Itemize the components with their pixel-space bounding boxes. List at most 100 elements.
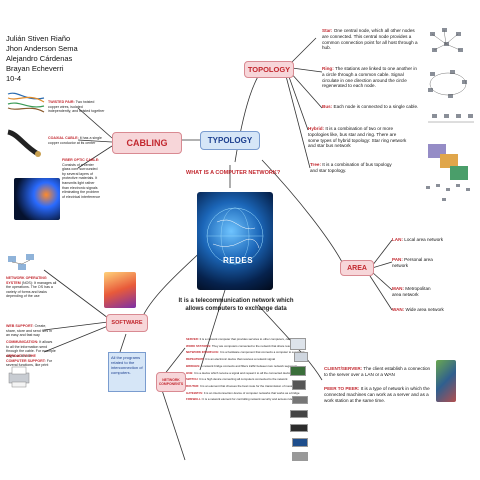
software-item-abroad: ABROAD TO THE COMPUTER SUPPORT: For seve… (6, 354, 56, 368)
software-item-text: (NOS): It manages all the operations. Th… (6, 280, 57, 299)
cabling-item-text: Consists of a center glass core surround… (62, 162, 101, 199)
component-firewall: FIREWALL: It is a network element for co… (186, 397, 316, 402)
topology-item-name: Hybrid: (308, 126, 325, 131)
coaxial-cable-image (7, 129, 41, 157)
gateway-icon (292, 452, 308, 461)
topology-item-bus: Bus: Each node is connected to a single … (322, 104, 422, 110)
network-definition: It is a telecommunication network which … (178, 298, 294, 312)
area-node: AREA (340, 260, 374, 276)
component-hub: HUB: It is a device which receive a sign… (186, 370, 316, 376)
workstation-icon (294, 352, 308, 362)
area-item-pan: PAN: Personal area network (392, 257, 438, 269)
software-item-name: COMMUNICATION: (6, 340, 39, 344)
router-icon (292, 438, 308, 447)
area-item-text: Wide area network (405, 307, 444, 312)
bridge-icon (292, 396, 308, 404)
area-item-text: Local area network (404, 237, 444, 242)
component-text: It is a network computer that provides s… (199, 337, 303, 341)
author-name: Alejandro Cárdenas (6, 54, 73, 63)
author-name: Brayan Echeverri (6, 64, 64, 73)
component-text: A network bridge connects and filters tr… (200, 363, 298, 368)
fiber-optic-cable-image (14, 178, 60, 220)
twisted-pair-cable-image (7, 92, 45, 113)
network-card-icon (290, 366, 306, 376)
software-item-text: It allows to all the information send th… (6, 340, 56, 358)
component-name: REPEATERS: (186, 357, 205, 362)
topology-item-text: One central node, which all other nodes … (322, 28, 418, 51)
software-image (104, 272, 136, 308)
topology-item-name: Tree: (310, 162, 321, 167)
component-text: It is an electronic device that receives… (205, 357, 275, 362)
component-name: WORK STATIONS: (186, 343, 212, 348)
redes-globe-image: REDES (197, 192, 273, 290)
component-text: It is a hardware component that connects… (219, 350, 305, 355)
software-item-name: NETWORK OPERATING SYSTEM (6, 276, 47, 285)
software-item-nos: NETWORK OPERATING SYSTEM (NOS): It manag… (6, 276, 58, 299)
topology-item-text: It is a combination of two or more topol… (308, 126, 407, 149)
area-item-name: WAN: (392, 307, 405, 312)
author-group: 10-4 (6, 74, 22, 83)
repeater-icon (292, 380, 306, 390)
component-text: It is a high device connecting all compu… (199, 377, 288, 382)
component-text: They are computers connected to the netw… (211, 343, 298, 348)
cabling-item-name: COAXIAL CABLE: (48, 136, 79, 140)
software-item-text: Create, share, store and send files in a… (6, 324, 52, 338)
topology-item-tree: Tree: It is a combination of bus topolog… (310, 162, 400, 174)
topology-item-ring: Ring: The stations are linked to one ano… (322, 66, 420, 89)
area-item-name: MAN: (392, 286, 404, 291)
topology-item-text: The stations are linked to one another i… (322, 66, 417, 89)
area-item-text: Personal area network (392, 257, 433, 268)
cabling-item-coaxial: COAXIAL CABLE: It has a single copper co… (48, 136, 104, 145)
component-name: FIREWALL: (186, 397, 202, 402)
network-components-node: NETWORK COMPONENTS (156, 372, 186, 392)
topology-node: TOPOLOGY (244, 61, 294, 78)
component-server: SERVER: It is a network computer that pr… (186, 337, 316, 342)
network-devices-image (8, 254, 34, 270)
component-network-interface: NETWORK INTERFACE: It is a hardware comp… (186, 351, 316, 355)
cabling-item-text: Two twisted copper wires, isolated indep… (48, 100, 105, 114)
topology-item-name: Bus: (322, 104, 333, 109)
component-text: It is a network element for controlling … (202, 397, 294, 402)
cabling-item-text: It has a single copper conductor at its … (48, 136, 102, 145)
component-switch: SWITCH: It is a high device connecting a… (186, 377, 316, 382)
topology-item-star: Star: One central node, which all other … (322, 28, 422, 51)
peer-to-peer-item: PEER TO PEER: It is a type of network in… (324, 386, 432, 403)
printer-image (8, 366, 30, 388)
peer-to-peer-text: It is a type of network in which the con… (324, 386, 430, 403)
redes-logo-text: REDES (223, 256, 254, 265)
hub-icon (290, 410, 308, 418)
author-name: Julián Stiven Riaño (6, 34, 71, 43)
cabling-item-twisted-pair: TWISTED PAIR: Two twisted copper wires, … (48, 100, 106, 114)
software-item-text: For several functions, like print (6, 358, 53, 368)
software-node: SOFTWARE (106, 314, 148, 332)
component-name: HUB: (186, 370, 194, 375)
component-text: It is a device which receive a signal an… (194, 370, 293, 375)
area-item-lan: LAN: Local area network (392, 237, 452, 243)
component-name: NETWORK INTERFACE: (186, 350, 220, 355)
client-server-image (436, 360, 456, 402)
area-item-name: PAN: (392, 257, 403, 262)
topology-item-name: Star: (322, 28, 333, 33)
software-item-name: WEB SUPPORT: (6, 324, 34, 328)
client-server-item: CLIENT/SERVER: The client establish a co… (324, 366, 432, 378)
server-icon (290, 338, 306, 350)
component-text: It is an element that chooses the best r… (199, 383, 299, 388)
cabling-node: CABLING (112, 132, 182, 154)
client-server-text: The client establish a connection to the… (324, 366, 431, 377)
topology-item-text: Each node is connected to a single cable… (333, 104, 419, 109)
component-bridges: BRIDGES: A network bridge connects and f… (186, 363, 316, 369)
component-name: GATEWAYS: (186, 390, 204, 395)
switch-icon (290, 424, 308, 432)
topology-item-text: It is a combination of bus topology and … (310, 162, 392, 173)
component-work-stations: WORK STATIONS: They are computers connec… (186, 343, 316, 349)
component-name: SWITCH: (186, 377, 199, 382)
central-title: WHAT IS A COMPUTER NETWORK? (186, 170, 281, 176)
authors-list: Julián Stiven Riaño Jhon Anderson Sema A… (6, 34, 78, 84)
network-components-list: SERVER: It is a network computer that pr… (186, 337, 316, 405)
component-name: ROUTER: (186, 383, 200, 388)
cabling-item-name: FIBER OPTIC CABLE: (62, 158, 100, 162)
topology-diagrams-image (426, 28, 474, 201)
software-item-web-support: WEB SUPPORT: Create, share, store and se… (6, 324, 56, 338)
component-gateways: GATEWAYS: It is an interconnection devic… (186, 390, 316, 396)
